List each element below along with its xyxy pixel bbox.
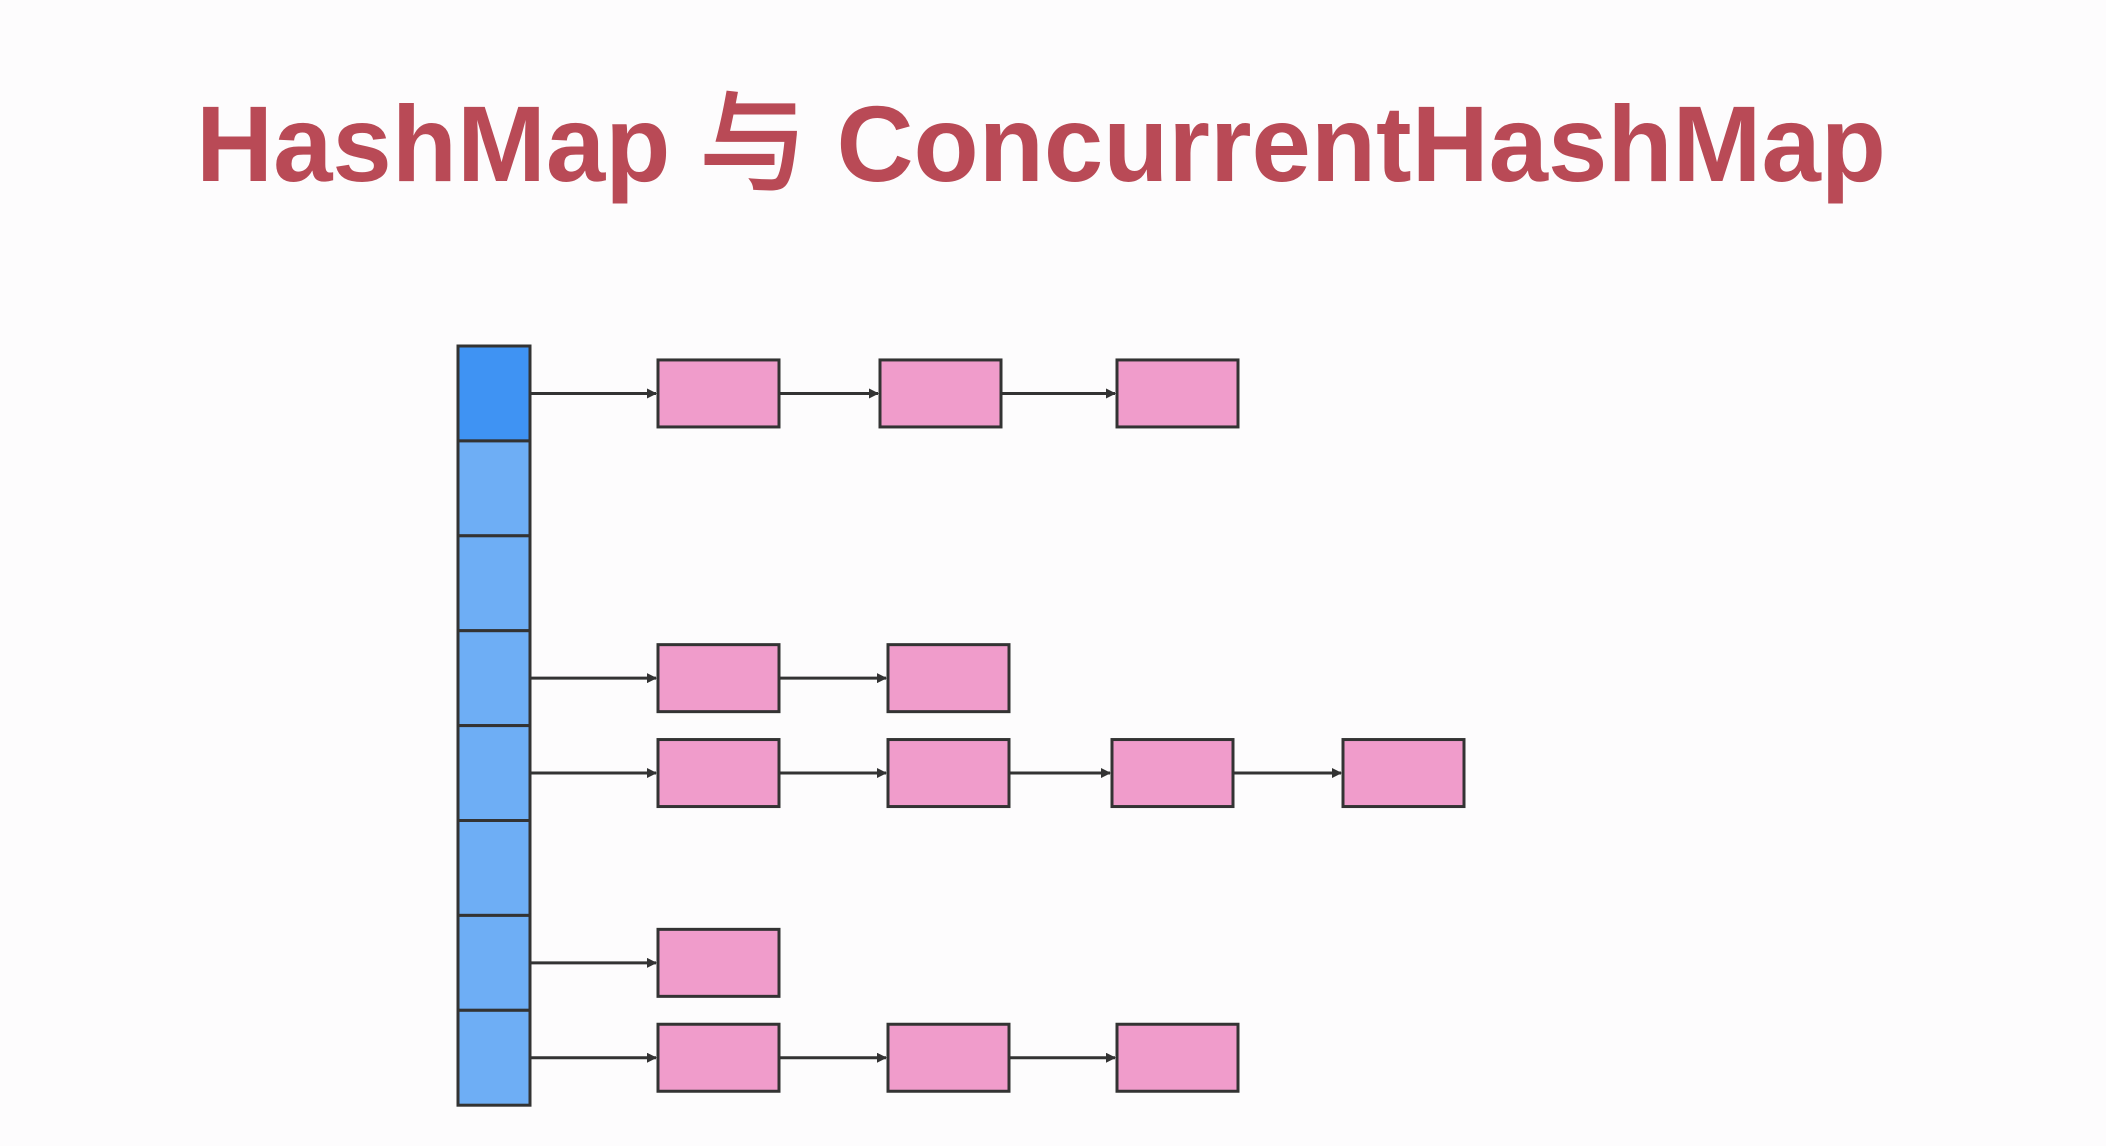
bucket-cell (456, 439, 532, 538)
list-node (656, 738, 781, 809)
bucket-cell (456, 724, 532, 822)
linked-lists (530, 358, 1466, 1093)
bucket-cell (456, 534, 532, 633)
bucket-cell (456, 629, 532, 728)
bucket-cell (456, 344, 532, 443)
list-node (656, 1022, 781, 1093)
bucket-cell (456, 1008, 532, 1107)
bucket-cell (456, 819, 532, 917)
list-node (878, 358, 1003, 429)
list-node (886, 1022, 1011, 1093)
list-node (656, 927, 781, 998)
list-node (886, 643, 1011, 714)
list-node (886, 738, 1011, 809)
bucket-array (456, 344, 532, 1107)
list-node (656, 643, 781, 714)
bucket-cell (456, 913, 532, 1012)
page-title: HashMap 与 ConcurrentHashMap (196, 83, 1886, 204)
list-node (1115, 1022, 1240, 1093)
list-node (1115, 358, 1240, 429)
list-node (1341, 738, 1466, 809)
list-node (1110, 738, 1235, 809)
list-node (656, 358, 781, 429)
